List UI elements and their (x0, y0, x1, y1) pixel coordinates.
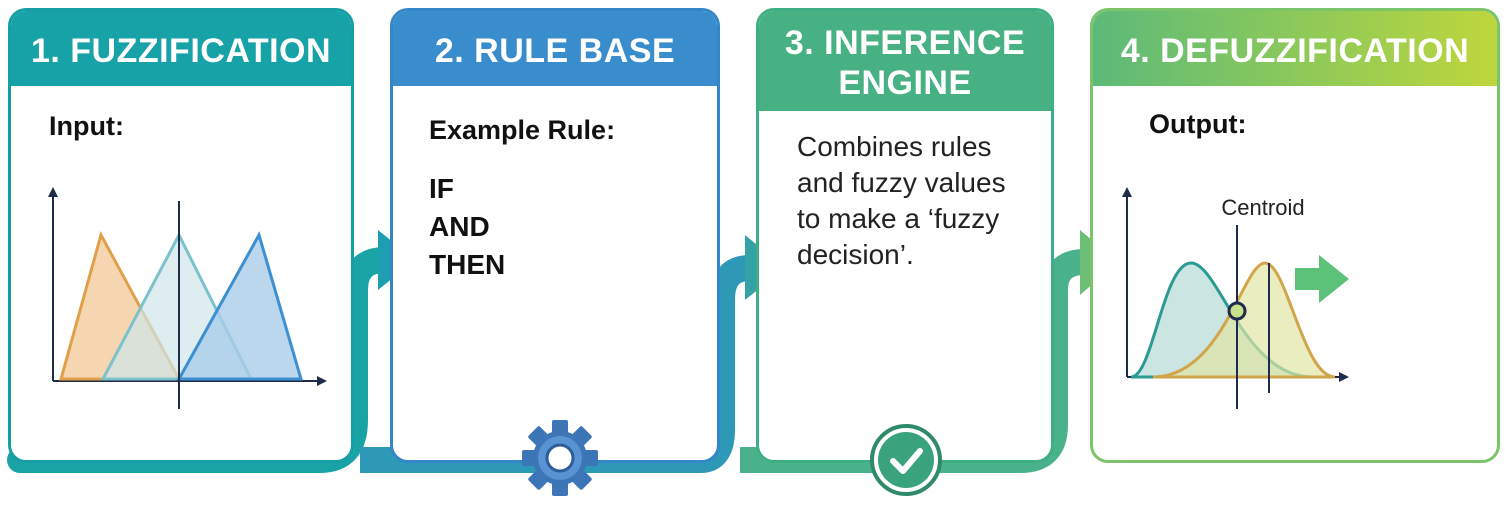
description-line: Combines rules (797, 131, 992, 162)
rule-keyword-then: THEN (429, 249, 506, 280)
gear-icon (522, 420, 598, 496)
step-title: 3. INFERENCE ENGINE (759, 11, 1051, 111)
centroid-label: Centroid (1221, 195, 1304, 220)
y-axis-arrow (48, 187, 58, 197)
step-title-line-2: ENGINE (838, 64, 972, 102)
description-line: and fuzzy values (797, 167, 1006, 198)
x-axis-arrow (317, 376, 327, 386)
step-card-inference-engine: 3. INFERENCE ENGINE Combines rules and f… (756, 8, 1054, 463)
y-axis-arrow (1122, 187, 1132, 197)
input-membership-functions-plot (48, 187, 327, 409)
step-title: 2. RULE BASE (393, 11, 717, 86)
inference-description: Combines rules and fuzzy values to make … (797, 129, 1047, 273)
step-title: 4. DEFUZZIFICATION (1093, 11, 1497, 86)
example-rule-label: Example Rule: (429, 115, 616, 145)
membership-triangle-high (176, 231, 303, 381)
checkmark-icon (870, 424, 942, 496)
output-label: Output: (1149, 109, 1247, 139)
output-distribution-plot: Centroid (1122, 187, 1349, 409)
description-line: decision’. (797, 239, 914, 270)
step-card-fuzzification: 1. FUZZIFICATION Input: (8, 8, 354, 463)
description-line: to make a ‘fuzzy (797, 203, 1000, 234)
step-title: 1. FUZZIFICATION (11, 11, 351, 86)
x-axis-arrow (1339, 372, 1349, 382)
rule-keyword-if: IF (429, 173, 454, 204)
arrow-right-icon (1295, 255, 1349, 303)
centroid-marker (1227, 301, 1247, 321)
step-card-defuzzification: 4. DEFUZZIFICATION Output: Centroid (1090, 8, 1500, 463)
output-curve-yellow (1152, 261, 1336, 379)
step-card-rule-base: 2. RULE BASE Example Rule: IF AND THEN (390, 8, 720, 463)
input-label: Input: (49, 111, 124, 141)
step-title-line-1: 3. INFERENCE (784, 24, 1026, 62)
rule-keyword-and: AND (429, 211, 490, 242)
